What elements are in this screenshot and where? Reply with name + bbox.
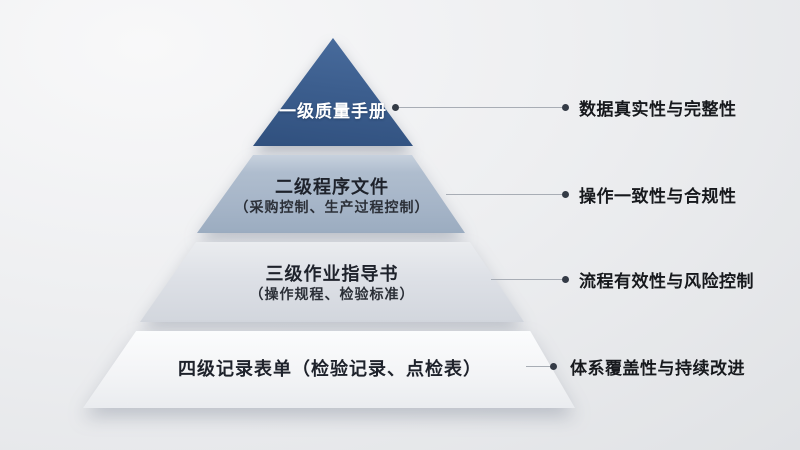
tier-3-label: 三级作业指导书 xyxy=(265,264,399,284)
connector-line xyxy=(491,278,562,280)
annotation-tier-2: 操作一致性与合规性 xyxy=(579,187,737,206)
connector-line xyxy=(399,106,562,108)
connector-dot-icon xyxy=(392,103,399,111)
bullet-dot-icon xyxy=(550,362,557,370)
bullet-dot-icon xyxy=(562,275,569,283)
bullet-dot-icon xyxy=(562,103,569,111)
pyramid-tier-4-shape xyxy=(83,331,575,408)
tier-3-sublabel: （操作规程、检验标准） xyxy=(249,286,415,302)
pyramid-tier-2 xyxy=(197,155,465,233)
annotation-tier-1: 数据真实性与完整性 xyxy=(579,100,737,119)
bullet-dot-icon xyxy=(562,190,569,198)
tier-2-sublabel: （采购控制、生产过程控制） xyxy=(234,199,430,215)
tier-2-label: 二级程序文件 xyxy=(275,177,389,197)
pyramid-tier-4 xyxy=(83,331,575,408)
annotation-tier-4: 体系覆盖性与持续改进 xyxy=(570,359,745,378)
tier-1-label: 一级质量手册 xyxy=(279,102,387,121)
connector-tier-3 xyxy=(491,275,569,283)
annotation-tier-3: 流程有效性与风险控制 xyxy=(579,272,754,291)
connector-line xyxy=(526,365,550,367)
tier-4-label: 四级记录表单（检验记录、点检表） xyxy=(178,359,482,379)
pyramid-tier-1-shape xyxy=(253,38,413,146)
pyramid-tier-3 xyxy=(140,242,524,322)
connector-tier-1 xyxy=(392,103,569,111)
connector-tier-4 xyxy=(526,362,557,370)
pyramid-tier-3-shape xyxy=(140,242,524,322)
connector-line xyxy=(446,193,562,195)
connector-tier-2 xyxy=(446,190,569,198)
pyramid-tier-1 xyxy=(253,38,413,146)
